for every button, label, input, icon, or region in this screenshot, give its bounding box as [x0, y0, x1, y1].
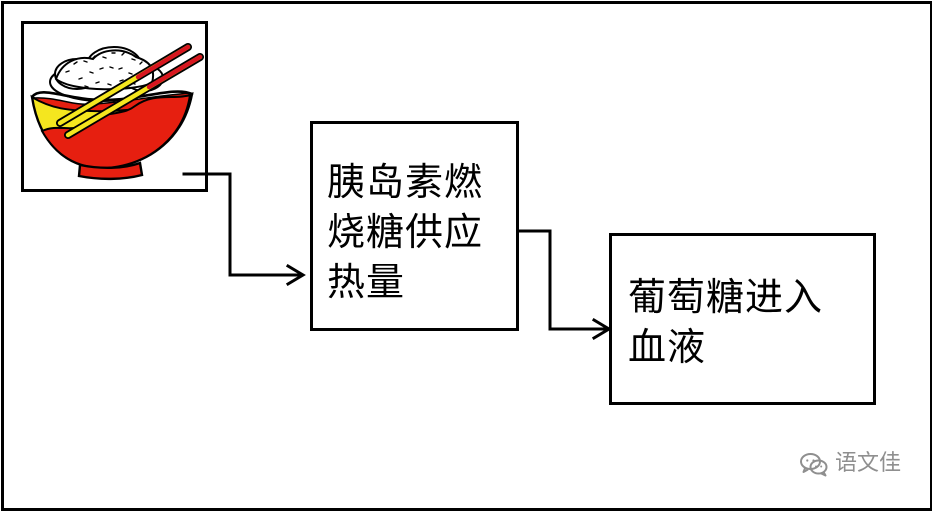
- rice-bowl-icon: [30, 43, 204, 181]
- chopsticks: [56, 43, 204, 139]
- glucose-label-line-2: 血液: [628, 325, 707, 369]
- insulin-label-line-2: 烧糖供应: [327, 210, 484, 254]
- insulin-node: 胰岛素燃 烧糖供应 热量: [310, 121, 519, 331]
- watermark-text: 语文佳: [834, 451, 901, 476]
- glucose-label-line-1: 葡萄糖进入: [628, 275, 824, 319]
- rice-bowl-node: [21, 21, 208, 192]
- watermark: 语文佳: [799, 451, 901, 477]
- wechat-icon: [799, 453, 828, 477]
- insulin-label-line-3: 热量: [327, 260, 406, 304]
- insulin-label-line-1: 胰岛素燃: [327, 160, 484, 204]
- bowl: [30, 90, 194, 181]
- glucose-node: 葡萄糖进入 血液: [609, 233, 876, 405]
- rice-pile: [49, 46, 164, 102]
